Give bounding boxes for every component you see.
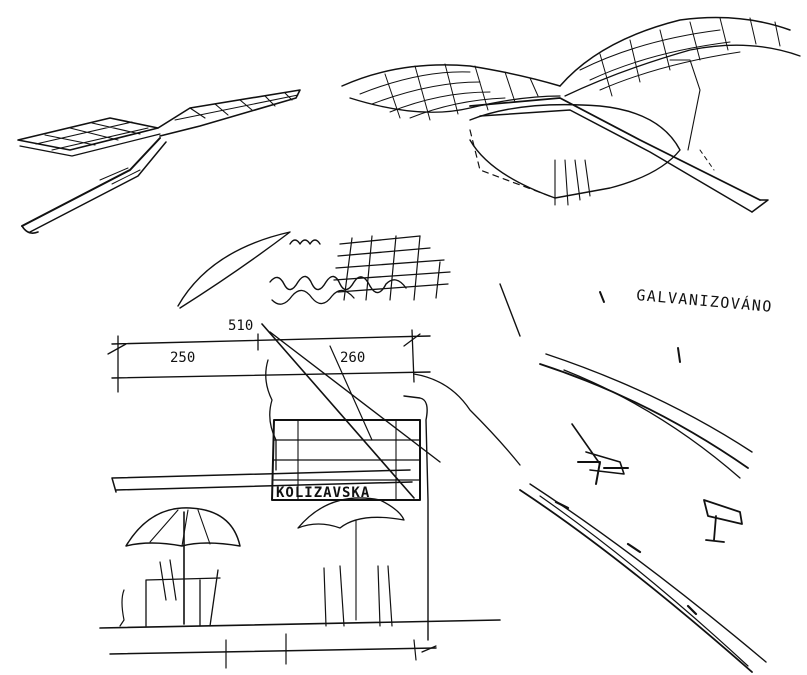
material-note: GALVANIZOVÁNO: [636, 285, 774, 316]
elevation-sketch: [99, 231, 521, 669]
small-canopy-sketch: [17, 89, 301, 234]
sign-text: KOLIZAVSKA: [276, 485, 370, 501]
dimension-left: 250: [170, 350, 195, 366]
large-canopy-sketch: [341, 16, 801, 213]
dimension-top: 510: [228, 318, 253, 334]
dimension-right: 260: [340, 350, 365, 366]
detail-section-sketch: [499, 283, 767, 673]
